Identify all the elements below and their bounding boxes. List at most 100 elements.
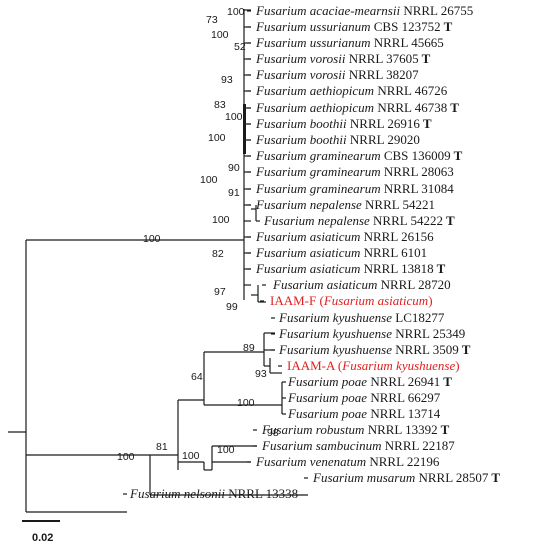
bootstrap-value: 100 [211, 29, 229, 41]
bootstrap-value: 100 [227, 6, 245, 18]
strain-id: NRRL 26916 [347, 116, 421, 131]
bootstrap-value: 100 [237, 397, 255, 409]
strain-id: NRRL 6101 [360, 245, 427, 260]
strain-id: NRRL 28507 [415, 470, 489, 485]
species-name: Fusarium asiaticum [323, 293, 428, 308]
strain-id: NRRL 29020 [347, 132, 420, 147]
strain-id: NRRL 13338 [225, 486, 298, 501]
taxon-label: Fusarium nelsonii NRRL 13338 [129, 486, 298, 501]
strain-id: NRRL 3509 [392, 342, 459, 357]
taxon-label: Fusarium vorosii NRRL 37605 T [255, 51, 431, 66]
species-name: Fusarium kyushuense [278, 342, 392, 357]
tree-branches [8, 9, 308, 513]
species-name: Fusarium poae [287, 374, 367, 389]
bootstrap-value: 90 [228, 162, 240, 174]
collapsed-branch-bar [243, 104, 246, 154]
bootstrap-value: 98 [267, 427, 279, 439]
strain-id: NRRL 22187 [382, 438, 456, 453]
strain-id: NRRL 13818 [360, 261, 433, 276]
strain-id: NRRL 22196 [366, 454, 440, 469]
taxon-label: Fusarium graminearum NRRL 31084 [255, 181, 454, 196]
bootstrap-value: 100 [200, 174, 218, 186]
strain-id: NRRL 38207 [345, 67, 419, 82]
strain-id: NRRL 54222 [370, 213, 443, 228]
type-strain-marker: T [459, 342, 471, 357]
type-strain-marker: T [447, 100, 459, 115]
species-name: Fusarium vorosii [255, 67, 346, 82]
type-strain-marker: T [420, 116, 432, 131]
strain-id: NRRL 37605 [345, 51, 418, 66]
bootstrap-value: 64 [191, 371, 203, 383]
species-name: Fusarium asiaticum [272, 277, 377, 292]
taxon-label: Fusarium asiaticum NRRL 28720 [272, 277, 451, 292]
taxon-label: Fusarium graminearum NRRL 28063 [255, 164, 454, 179]
taxon-label: Fusarium boothii NRRL 26916 T [255, 116, 432, 131]
strain-id: NRRL 45665 [371, 35, 444, 50]
bootstrap-value: 93 [221, 74, 233, 86]
taxon-label: Fusarium boothii NRRL 29020 [255, 132, 420, 147]
strain-id: NRRL 13714 [367, 406, 441, 421]
taxon-label: Fusarium asiaticum NRRL 13818 T [255, 261, 446, 276]
type-strain-marker: T [440, 374, 452, 389]
isolate-id: IAAM-F ( [270, 293, 324, 308]
taxon-label: Fusarium graminearum CBS 136009 T [255, 148, 463, 163]
taxon-label: Fusarium poae NRRL 26941 T [287, 374, 452, 389]
taxon-label: Fusarium nepalense NRRL 54221 [255, 197, 435, 212]
taxon-label: Fusarium venenatum NRRL 22196 [255, 454, 440, 469]
isolate-id: ) [455, 358, 459, 373]
species-name: Fusarium kyushuense [278, 326, 392, 341]
taxon-label: Fusarium nepalense NRRL 54222 T [263, 213, 455, 228]
bootstrap-value: 93 [255, 368, 267, 380]
bootstrap-value: 100 [143, 233, 161, 245]
scale-bar-label: 0.02 [32, 532, 53, 544]
taxon-label: Fusarium poae NRRL 13714 [287, 406, 441, 421]
species-name: Fusarium ussurianum [255, 19, 371, 34]
species-name: Fusarium venenatum [255, 454, 366, 469]
type-strain-marker: T [441, 19, 453, 34]
strain-id: NRRL 25349 [392, 326, 465, 341]
species-name: Fusarium graminearum [255, 164, 381, 179]
taxon-label: Fusarium asiaticum NRRL 26156 [255, 229, 434, 244]
bootstrap-value: 100 [225, 111, 243, 123]
strain-id: NRRL 46726 [374, 83, 448, 98]
bootstrap-value: 83 [214, 99, 226, 111]
taxon-label: Fusarium musarum NRRL 28507 T [312, 470, 500, 485]
bootstrap-value: 91 [228, 187, 240, 199]
bootstrap-value: 52 [234, 41, 246, 53]
strain-id: NRRL 28720 [377, 277, 450, 292]
taxon-labels: Fusarium acaciae-mearnsii NRRL 26755Fusa… [129, 3, 500, 501]
taxon-label: Fusarium ussurianum NRRL 45665 [255, 35, 444, 50]
strain-id: NRRL 54221 [362, 197, 435, 212]
species-name: Fusarium sambucinum [261, 438, 382, 453]
bootstrap-value: 89 [243, 342, 255, 354]
type-strain-marker: T [488, 470, 500, 485]
bootstrap-values: 1007310052938310010090100911001008297998… [117, 6, 279, 463]
taxon-label: Fusarium ussurianum CBS 123752 T [255, 19, 453, 34]
bootstrap-value: 99 [226, 301, 238, 313]
species-name: Fusarium kyushuense [341, 358, 455, 373]
strain-id: NRRL 13392 [364, 422, 437, 437]
species-name: Fusarium kyushuense [278, 310, 392, 325]
strain-id: CBS 136009 [381, 148, 451, 163]
bootstrap-value: 81 [156, 441, 168, 453]
strain-id: CBS 123752 [371, 19, 441, 34]
taxon-label-highlighted: IAAM-A (Fusarium kyushuense) [287, 358, 460, 373]
species-name: Fusarium asiaticum [255, 245, 360, 260]
species-name: Fusarium acaciae-mearnsii [255, 3, 400, 18]
bootstrap-value: 100 [182, 450, 200, 462]
isolate-id: ) [428, 293, 432, 308]
bootstrap-value: 100 [208, 132, 226, 144]
strain-id: NRRL 66297 [367, 390, 441, 405]
species-name: Fusarium vorosii [255, 51, 346, 66]
species-name: Fusarium graminearum [255, 181, 381, 196]
species-name: Fusarium nepalense [255, 197, 362, 212]
species-name: Fusarium asiaticum [255, 261, 360, 276]
taxon-label: Fusarium kyushuense NRRL 3509 T [278, 342, 471, 357]
taxon-label: Fusarium vorosii NRRL 38207 [255, 67, 419, 82]
species-name: Fusarium boothii [255, 116, 347, 131]
strain-id: NRRL 31084 [381, 181, 455, 196]
bootstrap-value: 97 [214, 286, 226, 298]
species-name: Fusarium aethiopicum [255, 83, 374, 98]
taxon-label: Fusarium poae NRRL 66297 [287, 390, 441, 405]
